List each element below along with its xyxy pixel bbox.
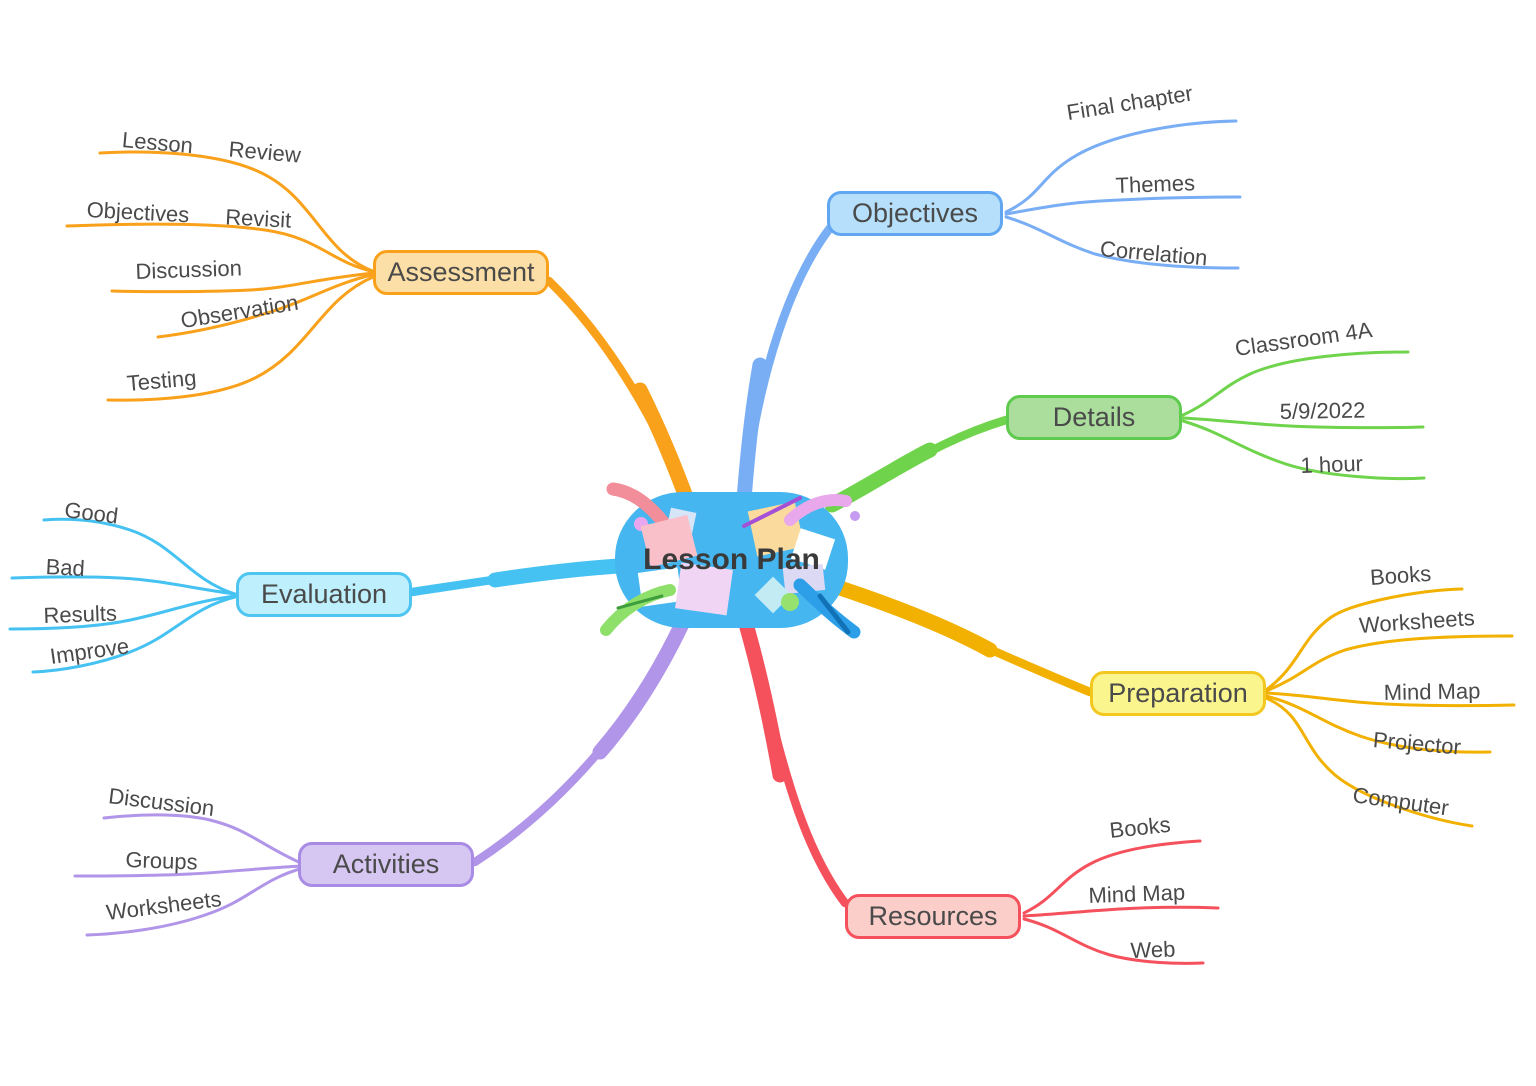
leaf-line-details-0 bbox=[1181, 350, 1410, 417]
leaf-line-preparation-2 bbox=[1264, 691, 1516, 708]
leaf-resources-2[interactable]: Web bbox=[1130, 936, 1176, 964]
leaf-line-activities-0 bbox=[102, 813, 305, 866]
leaf-line-assessment-2 bbox=[110, 271, 377, 294]
node-activities[interactable]: Activities bbox=[298, 842, 474, 887]
leaf-line-assessment-1 bbox=[65, 222, 377, 274]
leaf-line-details-2 bbox=[1181, 419, 1426, 481]
leaf-line-evaluation-2 bbox=[8, 594, 237, 631]
leaf-preparation-0[interactable]: Books bbox=[1369, 560, 1432, 591]
leaf-preparation-2[interactable]: Mind Map bbox=[1383, 678, 1481, 706]
leaf-line-resources-2 bbox=[1022, 917, 1205, 965]
leaf-line-activities-1 bbox=[73, 864, 305, 878]
node-evaluation-label: Evaluation bbox=[260, 579, 388, 609]
branch-stub-resources bbox=[738, 616, 788, 783]
leaf-line-assessment-0 bbox=[98, 150, 377, 274]
leaf-line-evaluation-0 bbox=[42, 517, 237, 596]
node-resources[interactable]: Resources bbox=[845, 894, 1021, 939]
branch-stub-preparation bbox=[832, 580, 998, 658]
green-pencil-icon bbox=[616, 594, 664, 610]
lilac-sticky-note-icon bbox=[782, 563, 826, 595]
leaf-resources-1[interactable]: Mind Map bbox=[1088, 879, 1186, 909]
lavender-sticky-note-icon bbox=[675, 562, 733, 616]
white-sticky-note-icon bbox=[790, 528, 836, 570]
branch-stub-assessment bbox=[632, 382, 698, 516]
branch-line-assessment bbox=[544, 276, 695, 513]
node-assessment[interactable]: Assessment bbox=[373, 250, 549, 295]
leaf-activities-1[interactable]: Groups bbox=[125, 847, 199, 875]
plum-swoosh-icon bbox=[784, 494, 852, 526]
leaf-line-preparation-4 bbox=[1264, 696, 1474, 828]
center-topic-graphic bbox=[600, 482, 861, 639]
node-details-label: Details bbox=[1052, 402, 1136, 432]
node-activities-label: Activities bbox=[332, 849, 440, 879]
leaf-line-assessment-3 bbox=[156, 272, 377, 339]
node-objectives-label: Objectives bbox=[851, 198, 979, 228]
leaf-line-evaluation-1 bbox=[10, 575, 237, 596]
branch-line-activities bbox=[470, 619, 687, 867]
purple-pencil-icon bbox=[742, 496, 802, 528]
branch-stub-activities bbox=[592, 616, 690, 760]
pink-sticky-note-icon bbox=[640, 514, 698, 568]
leaf-line-details-1 bbox=[1181, 416, 1425, 430]
leaf-assessment-2[interactable]: Discussion bbox=[135, 255, 243, 285]
branch-stub-evaluation bbox=[487, 558, 626, 588]
blue-pencil-icon bbox=[817, 593, 851, 635]
leaf-line-assessment-4 bbox=[106, 275, 375, 402]
leaf-line-objectives-2 bbox=[1004, 215, 1240, 270]
leaf-lines bbox=[8, 119, 1516, 965]
leaf-line-preparation-3 bbox=[1264, 694, 1492, 754]
leaf-evaluation-2[interactable]: Results bbox=[43, 600, 118, 629]
leaf-line-objectives-1 bbox=[1004, 195, 1242, 216]
node-preparation-label: Preparation bbox=[1108, 678, 1248, 708]
leaf-line-evaluation-3 bbox=[31, 595, 237, 674]
center-topic[interactable]: Lesson Plan bbox=[643, 543, 820, 576]
node-evaluation[interactable]: Evaluation bbox=[236, 572, 412, 617]
node-resources-label: Resources bbox=[868, 901, 998, 931]
blue-swoosh-icon bbox=[793, 578, 861, 639]
branch-stub-objectives bbox=[736, 357, 768, 508]
node-preparation[interactable]: Preparation bbox=[1090, 671, 1266, 716]
leaf-line-preparation-0 bbox=[1264, 587, 1464, 692]
leaf-line-resources-0 bbox=[1022, 839, 1202, 915]
node-objectives[interactable]: Objectives bbox=[827, 191, 1003, 236]
leaf-line-resources-1 bbox=[1022, 905, 1220, 918]
leaf-line-activities-2 bbox=[85, 866, 305, 937]
leaf-details-1[interactable]: 5/9/2022 bbox=[1279, 397, 1366, 425]
node-assessment-label: Assessment bbox=[387, 257, 535, 287]
main-branches bbox=[407, 223, 1095, 908]
leaf-evaluation-1[interactable]: Bad bbox=[45, 554, 86, 582]
leaf-details-2[interactable]: 1 hour bbox=[1300, 450, 1364, 479]
node-details[interactable]: Details bbox=[1006, 395, 1182, 440]
leaf-objectives-1[interactable]: Themes bbox=[1115, 170, 1196, 199]
leaf-line-preparation-1 bbox=[1264, 634, 1514, 693]
green-dot-icon bbox=[781, 593, 799, 611]
leaf-line-objectives-0 bbox=[1004, 119, 1238, 214]
violet-dot-icon bbox=[850, 511, 860, 521]
